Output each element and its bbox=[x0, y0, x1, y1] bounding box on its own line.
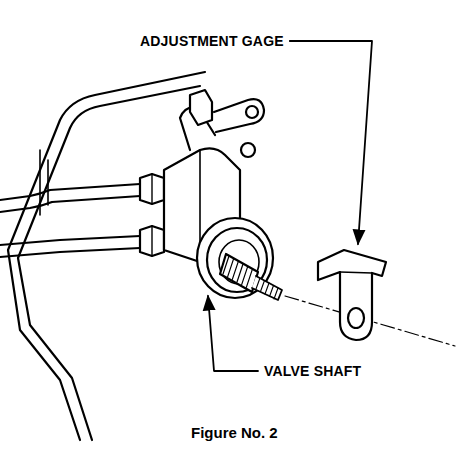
fitting-nut bbox=[140, 226, 164, 256]
tube bbox=[0, 196, 140, 212]
valve-seal bbox=[207, 228, 267, 292]
thread bbox=[256, 278, 260, 289]
leader-line bbox=[290, 41, 372, 244]
tube bbox=[0, 236, 140, 245]
housing-edge bbox=[8, 250, 80, 440]
spline bbox=[242, 267, 248, 285]
thread bbox=[270, 286, 274, 297]
bolt-head bbox=[190, 90, 212, 125]
spline bbox=[237, 264, 243, 282]
mount-bolt bbox=[241, 143, 255, 157]
shaft-thread bbox=[252, 276, 282, 300]
fitting-nut bbox=[151, 174, 152, 204]
spline bbox=[232, 261, 238, 279]
link-arm bbox=[214, 99, 264, 132]
adjustment-gage bbox=[318, 250, 386, 340]
leader-line bbox=[208, 296, 258, 371]
part-label: ADJUSTMENT GAGE bbox=[140, 33, 284, 49]
spline bbox=[223, 256, 229, 274]
figure-caption: Figure No. 2 bbox=[191, 424, 278, 441]
adjustment-gage bbox=[340, 272, 372, 273]
thread bbox=[261, 281, 265, 292]
tube bbox=[0, 248, 140, 257]
part-label: VALVE SHAFT bbox=[264, 363, 361, 379]
gage-hole bbox=[348, 308, 364, 328]
thread bbox=[265, 283, 269, 294]
fitting-nut bbox=[140, 174, 164, 204]
valve-shaft bbox=[220, 254, 258, 292]
spline bbox=[246, 269, 252, 287]
spline bbox=[228, 259, 234, 277]
link-hole bbox=[246, 106, 258, 118]
fitting-nut bbox=[151, 226, 152, 256]
thread bbox=[274, 288, 278, 299]
housing-edge bbox=[18, 258, 92, 440]
